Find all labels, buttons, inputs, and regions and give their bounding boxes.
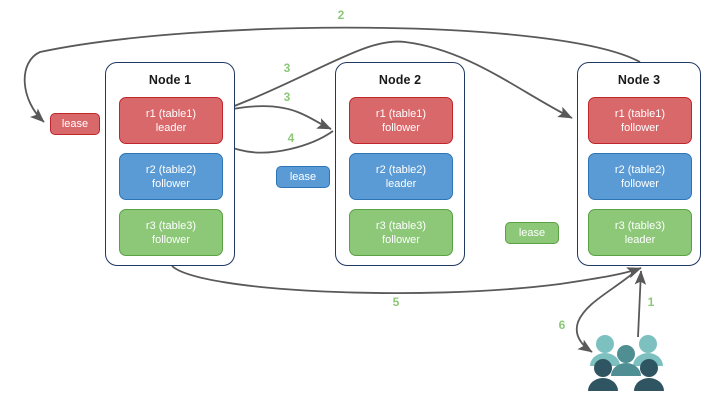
lease-label: lease xyxy=(518,227,546,239)
replica-r1: r1 (table1) follower xyxy=(588,97,692,144)
replica-name: r1 (table1) xyxy=(145,107,197,120)
lease-label: lease xyxy=(289,171,317,183)
replica-name: r3 (table3) xyxy=(614,219,666,232)
edge-label-3-lens: 3 xyxy=(283,90,291,104)
replica-name: r1 (table1) xyxy=(375,107,427,120)
node-title: Node 3 xyxy=(617,73,661,87)
lease-label: lease xyxy=(61,118,89,130)
node-box-3: Node 3 r1 (table1) follower r2 (table2) … xyxy=(577,62,701,266)
replica-role: follower xyxy=(152,233,190,246)
edge-label-3-upper: 3 xyxy=(283,61,291,75)
replica-r3: r3 (table3) follower xyxy=(349,209,453,256)
replica-name: r2 (table2) xyxy=(375,163,427,176)
replica-role: leader xyxy=(155,121,187,134)
users-group-icon xyxy=(588,335,664,391)
replica-role: follower xyxy=(152,177,190,190)
node-title: Node 1 xyxy=(148,73,192,87)
node-title: Node 2 xyxy=(378,73,422,87)
replica-role: leader xyxy=(624,233,656,246)
replica-name: r2 (table2) xyxy=(614,163,666,176)
replica-r1: r1 (table1) leader xyxy=(119,97,223,144)
replica-r2: r2 (table2) follower xyxy=(119,153,223,200)
replica-r2: r2 (table2) follower xyxy=(588,153,692,200)
edge-label-6: 6 xyxy=(558,318,566,332)
replica-r3: r3 (table3) follower xyxy=(119,209,223,256)
edge-5-path xyxy=(171,265,642,295)
node-box-1: Node 1 r1 (table1) leader r2 (table2) fo… xyxy=(105,62,235,266)
lease-badge-green: lease xyxy=(505,222,559,244)
replica-r2: r2 (table2) leader xyxy=(349,153,453,200)
replica-role: leader xyxy=(385,177,417,190)
replica-role: follower xyxy=(382,121,420,134)
edge-label-5: 5 xyxy=(392,295,400,309)
lease-badge-red: lease xyxy=(50,113,100,135)
replica-r3: r3 (table3) leader xyxy=(588,209,692,256)
replica-role: follower xyxy=(621,177,659,190)
edge-label-4: 4 xyxy=(287,131,295,145)
lease-badge-blue: lease xyxy=(276,166,330,188)
edge-label-1: 1 xyxy=(647,295,655,309)
replica-name: r3 (table3) xyxy=(145,219,197,232)
replica-role: follower xyxy=(621,121,659,134)
edge-label-2: 2 xyxy=(337,8,345,22)
replica-role: follower xyxy=(382,233,420,246)
replica-name: r3 (table3) xyxy=(375,219,427,232)
node-box-2: Node 2 r1 (table1) follower r2 (table2) … xyxy=(335,62,465,266)
replica-name: r2 (table2) xyxy=(145,163,197,176)
replica-name: r1 (table1) xyxy=(614,107,666,120)
replica-r1: r1 (table1) follower xyxy=(349,97,453,144)
